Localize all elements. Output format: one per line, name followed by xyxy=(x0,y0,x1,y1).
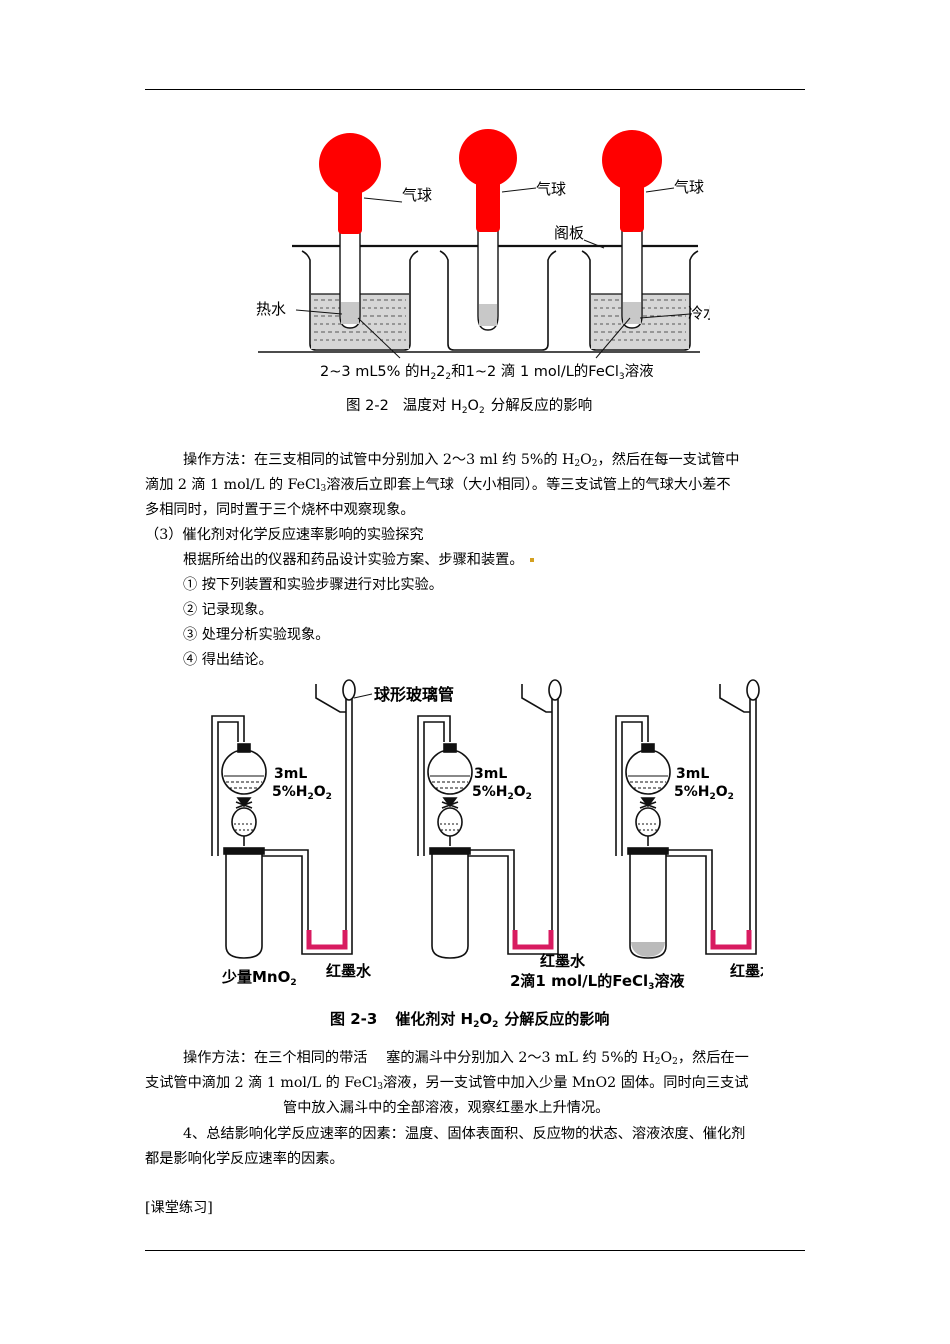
step-1: ① 按下列装置和实验步骤进行对比实验。 xyxy=(183,577,443,593)
reagent-label: 2~3 mL5% 的H222和1~2 滴 1 mol/L的FeCl3溶液 xyxy=(320,362,654,382)
small-mark xyxy=(529,558,534,562)
label-conc-1: 5%H2O2 xyxy=(272,784,332,802)
label-conc-2: 5%H2O2 xyxy=(472,784,532,802)
design-instruction: 根据所给出的仪器和药品设计实验方案、步骤和装置。 xyxy=(183,548,534,573)
exercise-heading: [课堂练习] xyxy=(145,1200,213,1216)
figure-catalyst-experiment: 球形玻璃管 3mL 5%H2O2 3mL 5%H2O2 3mL 5%H2O2 少… xyxy=(211,679,763,1030)
label-amount-3: 3mL xyxy=(676,766,709,782)
summary-line2: 都是影响化学反应速率的因素。 xyxy=(145,1151,344,1167)
footer-rule xyxy=(145,1250,805,1251)
beaker-middle xyxy=(439,250,557,351)
apparatus-1 xyxy=(211,679,356,959)
label-ink-3: 红墨水 xyxy=(730,962,763,980)
apparatus-3 xyxy=(615,679,760,959)
figure-temperature-experiment: 气球 气球 气球 阁板 热水 冷水 2~3 mL5% 的H222和1~2 滴 1… xyxy=(250,118,710,420)
para2-line1: 操作方法：在三个相同的带活 塞的漏斗中分别加入 2～3 mL 约 5%的 H2O… xyxy=(183,1050,749,1067)
summary-line1: 4、总结影响化学反应速率的因素：温度、固体表面积、反应物的状态、溶液浓度、催化剂 xyxy=(183,1126,746,1142)
header-rule xyxy=(145,89,805,90)
step-3: ③ 处理分析实验现象。 xyxy=(183,627,330,643)
label-hot-water: 热水 xyxy=(256,300,286,318)
label-cold-water: 冷水 xyxy=(688,304,710,322)
step-4: ④ 得出结论。 xyxy=(183,652,273,668)
apparatus-2 xyxy=(417,679,562,959)
label-balloon-3: 气球 xyxy=(674,178,704,196)
balloon-2 xyxy=(459,129,517,232)
para1-line3: 多相同时，同时置于三个烧杯中观察现象。 xyxy=(145,502,415,518)
label-ink-1: 红墨水 xyxy=(326,962,372,980)
label-balloon-2: 气球 xyxy=(536,180,566,198)
step-2: ② 记录现象。 xyxy=(183,602,273,618)
para2-line2: 支试管中滴加 2 滴 1 mol/L 的 FeCl3溶液，另一支试管中加入少量 … xyxy=(145,1075,749,1092)
label-amount-2: 3mL xyxy=(474,766,507,782)
balloon-1 xyxy=(319,133,381,234)
label-mno2: 少量MnO2 xyxy=(221,968,297,988)
balloon-3 xyxy=(602,130,662,232)
label-ink-2: 红墨水 xyxy=(540,952,586,970)
label-amount-1: 3mL xyxy=(274,766,307,782)
label-balloon-1: 气球 xyxy=(402,186,432,204)
para1-line1: 操作方法：在三支相同的试管中分别加入 2～3 ml 约 5%的 H2O2，然后在… xyxy=(183,452,740,469)
label-bulb-tube: 球形玻璃管 xyxy=(374,685,454,704)
label-plate: 阁板 xyxy=(554,224,584,242)
para1-line2: 滴加 2 滴 1 mol/L 的 FeCl3溶液后立即套上气球（大小相同）。等三… xyxy=(145,477,731,494)
section-heading-3: （3）催化剂对化学反应速率影响的实验探究 xyxy=(145,527,424,543)
para2-line3: 管中放入漏斗中的全部溶液，观察红墨水上升情况。 xyxy=(283,1100,610,1116)
label-conc-3: 5%H2O2 xyxy=(674,784,734,802)
label-fecl3: 2滴1 mol/L的FeCl3溶液 xyxy=(510,972,685,992)
